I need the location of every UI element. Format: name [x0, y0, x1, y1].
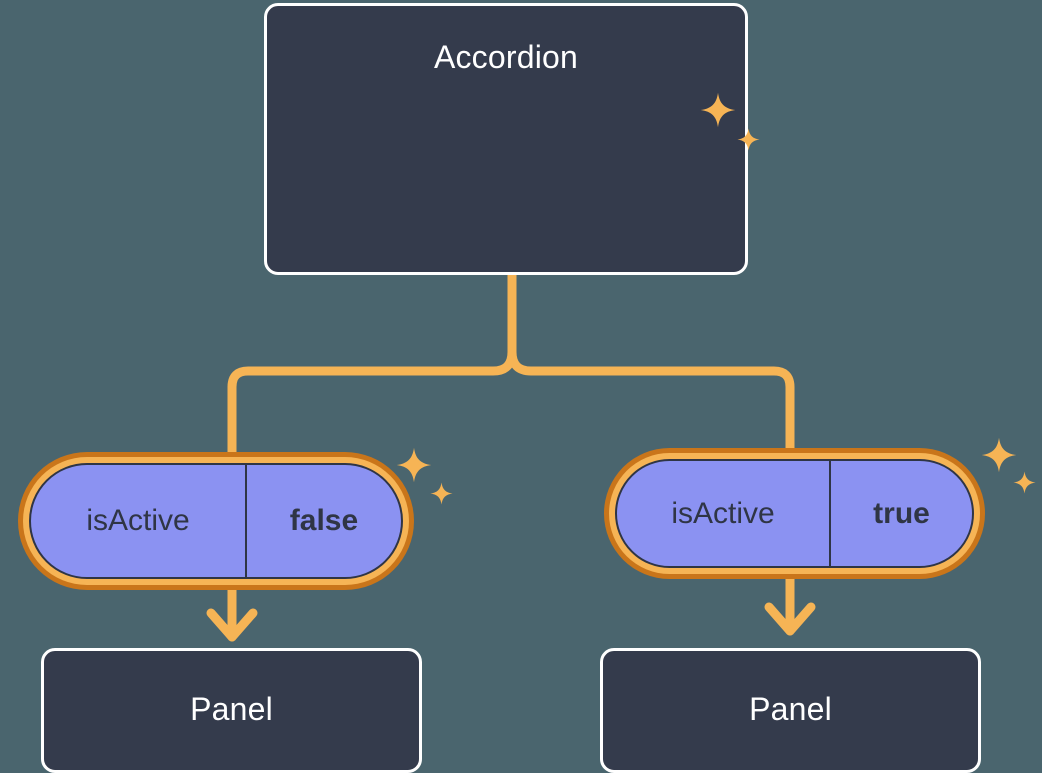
sparkle-icon-large [396, 447, 432, 483]
sparkle-icon-small [737, 128, 760, 151]
sparkle-icon-small [1013, 471, 1036, 494]
pill-body: isActive true [615, 459, 974, 568]
state-value: true [873, 496, 930, 530]
component-node-panel-left[interactable]: Panel [41, 648, 422, 773]
connector-branch-right [507, 347, 795, 453]
component-title: Panel [749, 691, 832, 727]
component-title: Panel [190, 691, 273, 727]
arrow-down-icon-left [206, 608, 258, 642]
state-pill-is-active-right[interactable]: isActive true [604, 448, 985, 579]
component-title: Accordion [433, 39, 579, 75]
component-node-accordion[interactable]: Accordion activeIndex 1 [264, 3, 760, 275]
sparkle-icon-large [981, 437, 1017, 473]
connector-branch-left [227, 347, 517, 457]
state-key: isActive [617, 461, 831, 566]
state-value: false [289, 504, 359, 537]
sparkle-icon-small [430, 482, 453, 505]
sparkle-icon-large [700, 92, 736, 128]
state-pill-is-active-left[interactable]: isActive false [18, 452, 414, 590]
pill-body: isActive false [29, 463, 403, 579]
state-key: isActive [31, 465, 247, 577]
component-node-panel-right[interactable]: Panel [600, 648, 981, 773]
arrow-down-icon-right [764, 602, 816, 636]
